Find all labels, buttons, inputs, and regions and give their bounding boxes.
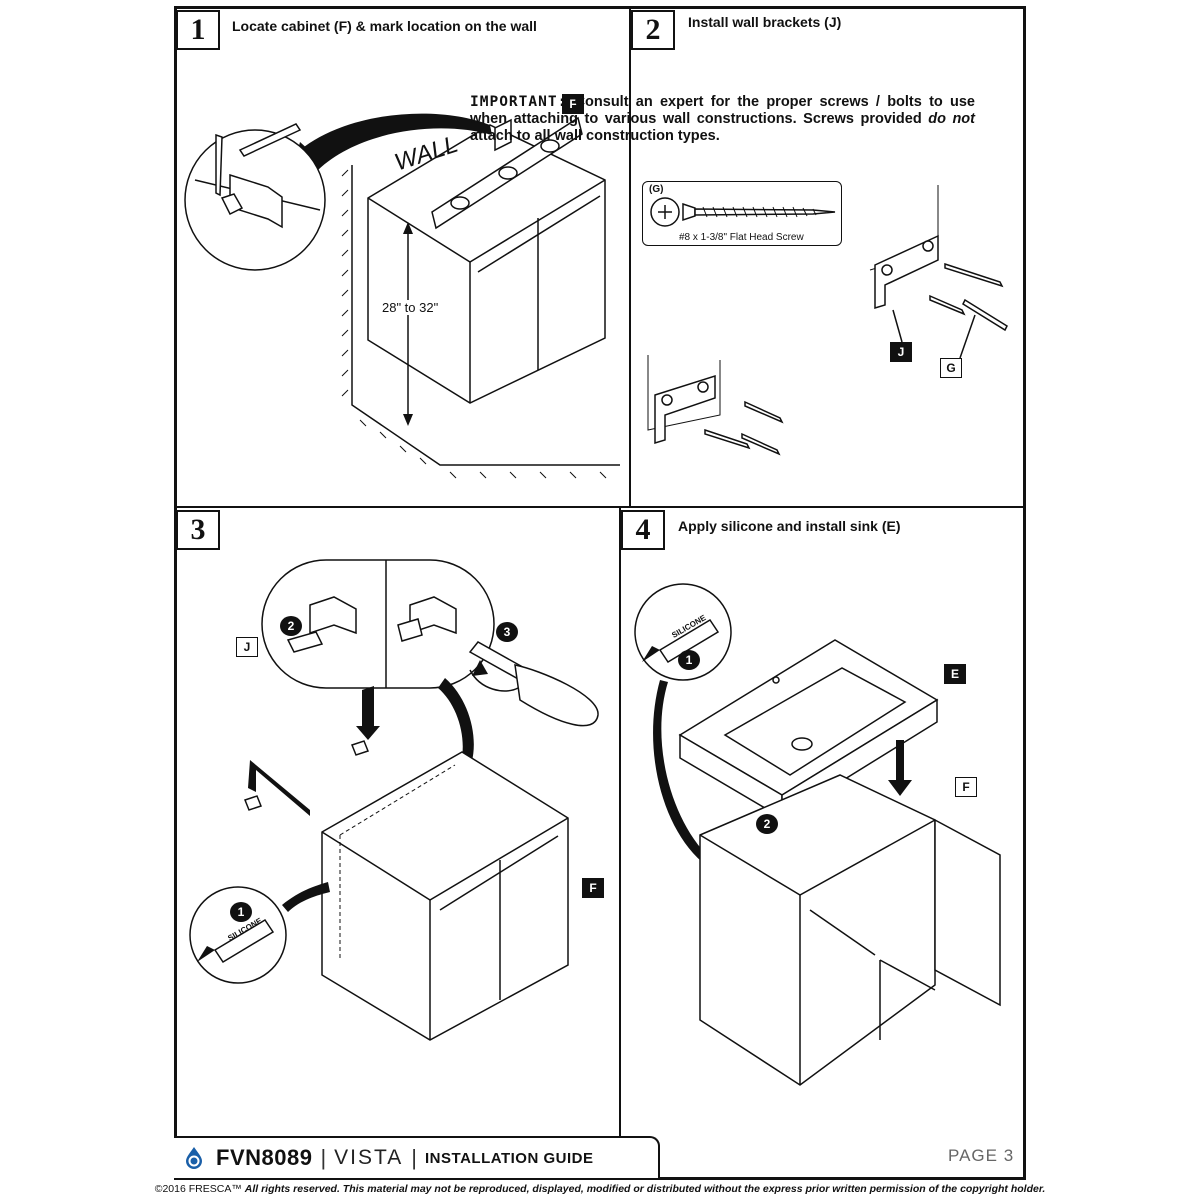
divider-horizontal bbox=[176, 506, 1024, 508]
step-3-callout-f: F bbox=[582, 878, 604, 898]
step-4-number: 4 bbox=[621, 510, 665, 550]
screw-tag: (G) bbox=[649, 184, 664, 195]
series-name: VISTA bbox=[334, 1146, 404, 1169]
screw-caption: #8 x 1-3/8" Flat Head Screw bbox=[679, 232, 804, 243]
step-1-callout-f: F bbox=[562, 94, 584, 114]
step-3-number: 3 bbox=[176, 510, 220, 550]
step-3-num-1: 1 bbox=[230, 902, 252, 922]
footer-bar: FVN8089 | VISTA | INSTALLATION GUIDE bbox=[174, 1136, 660, 1178]
copyright-lead: ©2016 FRESCA™ bbox=[154, 1183, 242, 1195]
important-text-1: Consult an expert for the proper screws … bbox=[470, 94, 976, 127]
step-2-important-note: IMPORTANT: Consult an expert for the pro… bbox=[470, 94, 975, 145]
step-4-callout-f: F bbox=[955, 777, 977, 797]
step-1-dimension: 28" to 32" bbox=[380, 300, 441, 315]
step-4-title: Apply silicone and install sink (E) bbox=[678, 518, 901, 534]
step-1-number: 1 bbox=[176, 10, 220, 50]
step-2-callout-g: G bbox=[940, 358, 962, 378]
step-3-num-3: 3 bbox=[496, 622, 518, 642]
copyright-rest: All rights reserved. This material may n… bbox=[244, 1183, 1046, 1195]
step-3-callout-j: J bbox=[236, 637, 258, 657]
step-4-callout-e: E bbox=[944, 664, 966, 684]
model-number: FVN8089 bbox=[216, 1145, 313, 1170]
step-2-title: Install wall brackets (J) bbox=[688, 14, 842, 30]
guide-label: INSTALLATION GUIDE bbox=[425, 1149, 594, 1167]
important-emphasis: do not bbox=[928, 111, 975, 127]
step-4-num-2: 2 bbox=[756, 814, 778, 834]
fresca-logo-icon bbox=[186, 1147, 202, 1169]
instruction-sheet bbox=[174, 6, 1026, 1180]
footer-separator-1: | bbox=[320, 1145, 327, 1170]
screw-spec-box: (G) #8 x 1-3/8" Flat Head Screw bbox=[642, 181, 842, 246]
page-number: PAGE 3 bbox=[948, 1146, 1015, 1165]
screw-icon bbox=[650, 197, 836, 227]
step-2-number: 2 bbox=[631, 10, 675, 50]
step-4-num-1: 1 bbox=[678, 650, 700, 670]
copyright-notice: ©2016 FRESCA™ All rights reserved. This … bbox=[0, 1183, 1200, 1195]
important-text-2: attach to all wall construction types. bbox=[470, 128, 720, 144]
divider-bottom-vertical bbox=[619, 506, 621, 1136]
step-3-num-2: 2 bbox=[280, 616, 302, 636]
step-1-title: Locate cabinet (F) & mark location on th… bbox=[232, 18, 537, 34]
divider-top-vertical bbox=[629, 8, 631, 508]
step-2-callout-j: J bbox=[890, 342, 912, 362]
footer-separator-2: | bbox=[411, 1145, 418, 1170]
important-lead: IMPORTANT: bbox=[470, 94, 568, 110]
